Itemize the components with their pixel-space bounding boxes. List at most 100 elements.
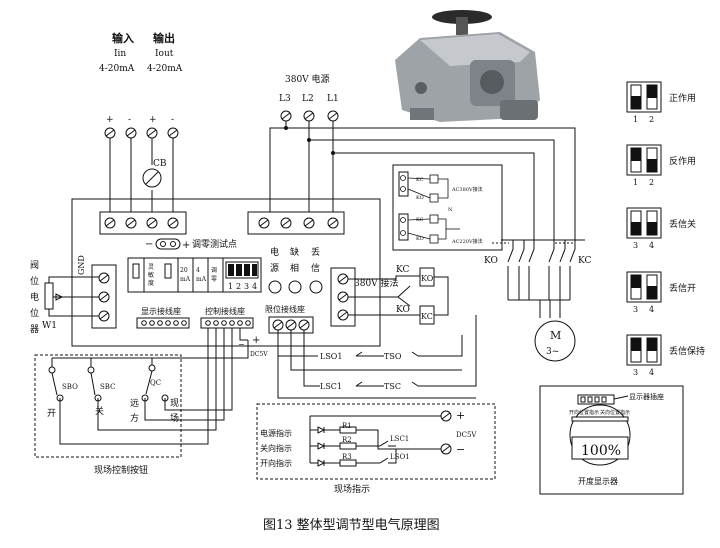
indicator-box: 电源指示 关向指示 开向指示 R1 R2 R3 LSC1 LSO1 + − DC… [256,403,496,495]
wiring-380-label: 380V 接法 [354,277,399,289]
motor-m: M [550,329,561,342]
r2-label: R2 [342,436,352,444]
tso-label: TSO [384,352,402,361]
ctrl-minus: − [238,340,245,349]
qc-label: QC [150,379,161,387]
dip-num-1: 1 [228,282,233,291]
dip-legend-label: 反作用 [669,155,696,167]
local-1: 现 [170,398,179,409]
sbc-label: SBC [100,383,115,391]
lso1-label: LSO1 [320,352,342,361]
sign-2: - [128,115,131,125]
dip-legend-label: 正作用 [669,92,696,104]
output-range: 4-20mA [147,64,183,74]
r1-label: R1 [342,422,352,430]
tsc-label: TSC [384,382,401,391]
output-sub: Iout [155,49,174,59]
ind-plus: + [456,409,465,422]
local-buttons-box: SBO SBC QC 开 关 远 方 现 场 现场控制按钮 [34,354,182,476]
fb-label-4: 位 [30,307,39,319]
motor-kc-label: KC [578,256,591,266]
contactor-wiring: 380V 接法 KC KO KO KC [348,265,449,325]
sign-1: + [106,115,114,125]
dip-legend-label: 丢信开 [669,282,696,294]
rb-n: N [448,207,453,213]
rb-kc-2: KC [416,217,424,223]
input-title: 输入 [112,31,134,45]
display-socket-label: 显示接线座 [141,306,181,316]
motor-symbol [534,320,576,362]
phase-l1: L1 [327,94,339,104]
sign-3: + [149,115,157,125]
ctrl-plus: + [252,335,260,346]
ma4-unit: mA [196,276,207,283]
ind-dc5v: DC5V [456,431,477,439]
lso1-ind: LSO1 [390,453,410,461]
remote-1: 远 [130,398,139,409]
status-signal-2: 信 [311,262,320,274]
fb-label-1: 阀 [30,260,39,271]
feedback-potentiometer: 阀 位 电 位 器 W1 [30,260,99,335]
sens-3: 度 [148,279,154,287]
dip-legend-num: 4 [649,368,654,377]
dip-legend-num: 4 [649,241,654,250]
power-title: 380V 电源 [285,73,330,85]
w1-label: W1 [42,321,57,331]
rb-row1: AC380V接法 [451,186,483,193]
open-label: 开 [47,408,56,419]
phase-l3: L3 [279,94,291,104]
status-signal-1: 丢 [311,246,320,258]
sbo-label: SBO [62,383,78,391]
rb-kc-1: KC [416,177,424,183]
status-phase-1: 缺 [290,246,299,258]
cb-label: CB [153,159,167,169]
lsc1-ind: LSC1 [390,435,409,443]
dip-legend-num: 3 [633,368,638,377]
status-power-2: 源 [270,263,279,274]
local-2: 场 [170,413,179,424]
dip-num-2: 2 [236,282,241,291]
rb-row2: AC220V接法 [451,238,483,245]
motor-contactors [492,239,585,362]
signal-terminal-group: 输入 Iin 4-20mA 输出 Iout 4-20mA + - + - CB [99,31,183,212]
limit-switch-lines [277,315,477,399]
test-minus: − [145,239,153,250]
display-value: 100% [581,443,621,459]
figure-caption: 图13 整体型调节型电气原理图 [263,517,440,533]
gnd-label: GND [77,255,86,275]
dip-legend-label: 丢信保持 [669,345,705,357]
sens-2: 敏 [148,271,154,279]
close-label: 关 [95,405,104,417]
rb-ko-1: KO [416,195,424,201]
signal-loss-led [309,280,323,294]
fb-label-2: 位 [30,275,39,287]
control-board: − + 调零测试点 灵 敏 度 20 mA 4 mA 调 零 1 2 3 4 [71,198,381,347]
dip-legend-num: 1 [633,115,638,124]
relay-wiring-box: KC KO KC KO N AC380V接法 AC220V接法 [392,164,503,251]
zero-adj-1: 调 [211,266,217,274]
output-title: 输出 [153,31,175,45]
ind-row-power: 电源指示 [260,428,292,438]
zero-test-label: 调零测试点 [192,238,237,250]
zero-adj-2: 零 [211,276,217,283]
dip-legend-item: 3 4 丢信保持 [626,334,705,377]
ma20-unit: mA [180,276,191,283]
svg-text:KC: KC [421,312,433,321]
r3-label: R3 [342,453,352,461]
status-power-1: 电 [270,246,279,258]
display-caption: 开度显示器 [578,476,618,486]
dip-legend-num: 1 [633,178,638,187]
fb-label-3: 电 [30,291,39,303]
input-sub: Iin [114,49,126,59]
svg-text:KO: KO [421,274,434,283]
motor-ko-label: KO [484,256,498,266]
lsc1-label: LSC1 [320,382,342,391]
buttons-caption: 现场控制按钮 [94,464,148,476]
indicators-caption: 现场指示 [334,483,370,495]
